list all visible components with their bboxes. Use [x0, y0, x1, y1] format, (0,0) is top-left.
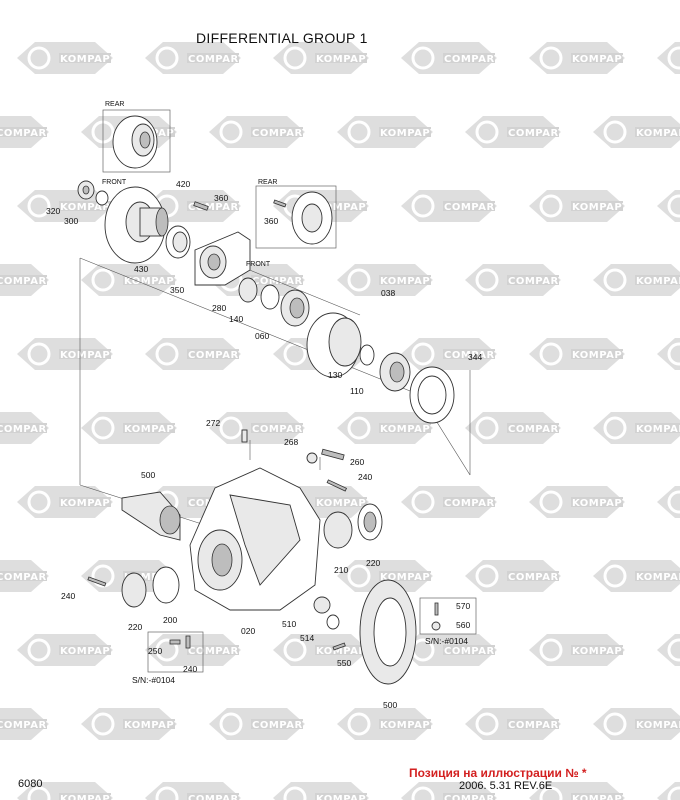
- part-number: 320: [46, 206, 60, 216]
- part-number: 360: [214, 193, 228, 203]
- part-number: 020: [241, 626, 255, 636]
- carrier-part: [306, 312, 362, 378]
- nut-part: [77, 180, 109, 206]
- sn-box-right: [419, 597, 477, 635]
- part-number: 560: [456, 620, 470, 630]
- sn-label: S/N:-#0104: [425, 636, 468, 646]
- rear-cover-part: [273, 191, 333, 245]
- rear-label: REAR: [258, 179, 277, 186]
- rear-cover-box: [255, 185, 337, 249]
- rear-flange-part: [112, 115, 158, 169]
- housing-part: [189, 467, 321, 611]
- side-bearing-part: [323, 511, 353, 549]
- part-number: 360: [264, 216, 278, 226]
- part-number: 500: [141, 470, 155, 480]
- page-number: 6080: [18, 778, 43, 790]
- part-number: 250: [148, 646, 162, 656]
- part-number: 344: [468, 352, 482, 362]
- bearing-part: [238, 277, 258, 303]
- part-number: 240: [183, 664, 197, 674]
- part-number: 268: [284, 437, 298, 447]
- part-number: 110: [350, 386, 364, 396]
- part-number: 130: [328, 370, 342, 380]
- rear-label: REAR: [105, 101, 124, 108]
- pin-part: [241, 429, 248, 443]
- part-number: 140: [229, 314, 243, 324]
- pinion-part: [121, 491, 181, 541]
- sn-box-left: [147, 631, 204, 673]
- part-number: 220: [128, 622, 142, 632]
- part-number: 420: [176, 179, 190, 189]
- part-number: 500: [383, 700, 397, 710]
- part-number: 260: [350, 457, 364, 467]
- sn-label: S/N:-#0104: [132, 675, 175, 685]
- part-number: 280: [212, 303, 226, 313]
- part-number: 510: [282, 619, 296, 629]
- part-number: 300: [64, 216, 78, 226]
- part-number: 220: [366, 558, 380, 568]
- labels: REAR FRONT REAR FRONT S/N:-#0104 S/N:-#0…: [46, 101, 482, 710]
- ring-gear-part: [359, 579, 417, 685]
- part-number: 430: [134, 264, 148, 274]
- part-number: 272: [206, 418, 220, 428]
- cage-plate-part: [194, 231, 251, 286]
- front-label: FRONT: [246, 261, 271, 268]
- part-number: 514: [300, 633, 314, 643]
- front-label: FRONT: [102, 179, 127, 186]
- part-number: 038: [381, 288, 395, 298]
- date-revision: 2006. 5.31 REV.6E: [459, 780, 553, 792]
- part-number: 200: [163, 615, 177, 625]
- page-title: DIFFERENTIAL GROUP 1: [196, 30, 368, 46]
- front-flange-part: [104, 186, 169, 264]
- part-number: 210: [334, 565, 348, 575]
- illustration-caption: Позиция на иллюстрации № *: [409, 766, 587, 780]
- part-number: 550: [337, 658, 351, 668]
- part-number: 570: [456, 601, 470, 611]
- part-number: 060: [255, 331, 269, 341]
- part-number: 350: [170, 285, 184, 295]
- part-number: 240: [61, 591, 75, 601]
- part-number: 240: [358, 472, 372, 482]
- bolt-part: [193, 201, 209, 211]
- rear-flange-box: [102, 109, 171, 173]
